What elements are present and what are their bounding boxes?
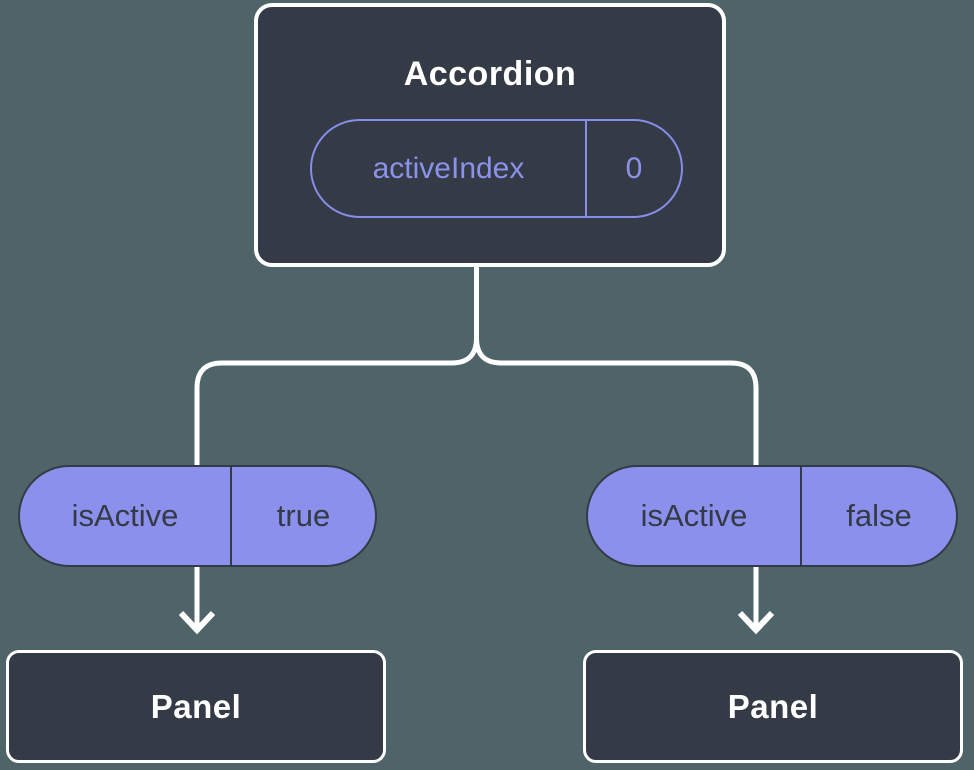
edge-root-to-right-panel bbox=[474, 266, 759, 629]
active-index-prop-name: activeIndex bbox=[372, 151, 525, 185]
is-active-left-name: isActive bbox=[71, 498, 179, 533]
arrowhead-right-icon bbox=[737, 610, 775, 635]
active-index-prop-pill: activeIndex 0 bbox=[310, 119, 683, 218]
is-active-pill-right: isActive false bbox=[586, 465, 958, 567]
is-active-right-value: false bbox=[800, 467, 956, 565]
is-active-right-name: isActive bbox=[640, 498, 748, 533]
is-active-pill-left: isActive true bbox=[18, 465, 377, 567]
accordion-node: Accordion activeIndex 0 bbox=[254, 3, 726, 267]
panel-node-right: Panel bbox=[583, 650, 963, 763]
edge-root-to-left-panel bbox=[194, 266, 479, 629]
is-active-left-value: true bbox=[230, 467, 375, 565]
panel-node-left: Panel bbox=[6, 650, 386, 763]
active-index-prop-value: 0 bbox=[585, 121, 681, 216]
arrowhead-left-icon bbox=[178, 610, 216, 635]
accordion-node-title: Accordion bbox=[403, 55, 577, 93]
